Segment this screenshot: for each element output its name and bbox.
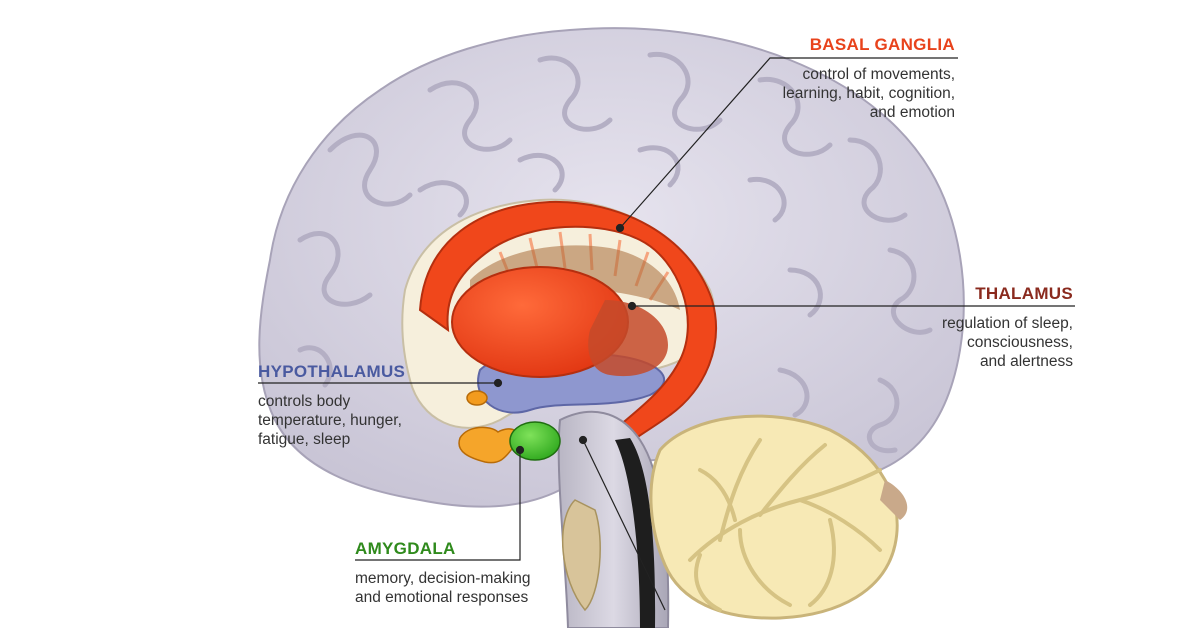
basal-ganglia-title: BASAL GANGLIA <box>809 35 955 54</box>
thalamus-dot <box>627 301 637 311</box>
thalamus-label: THALAMUS regulation of sleep, consciousn… <box>870 284 1073 371</box>
thalamus-title: THALAMUS <box>975 284 1073 303</box>
amygdala-dot <box>515 445 525 455</box>
cerebellum-branches <box>688 438 882 612</box>
amygdala-line-1: memory, decision-making <box>355 570 531 587</box>
thalamus-line-2: consciousness, <box>967 334 1073 351</box>
hypothalamus-title: HYPOTHALAMUS <box>258 362 406 381</box>
hypothalamus-dot <box>493 378 503 388</box>
cerebellum <box>649 414 899 620</box>
amygdala-shape <box>509 421 561 461</box>
basal-ganglia-leader <box>619 57 958 229</box>
hypothalamus-line-1: controls body <box>258 393 351 410</box>
pons <box>561 499 601 612</box>
amygdala-description: memory, decision-making and emotional re… <box>355 569 575 607</box>
hypothalamus-label: HYPOTHALAMUS controls body temperature, … <box>258 362 458 449</box>
amygdala-leader <box>355 450 521 561</box>
amygdala-label: AMYGDALA memory, decision-making and emo… <box>355 539 575 607</box>
leader-lines <box>258 57 1075 611</box>
basal-ganglia-dot <box>615 223 625 233</box>
basal-ganglia-line-3: and emotion <box>869 104 955 121</box>
hypothalamus-line-2: temperature, hunger, <box>258 412 402 429</box>
basal-ganglia-line-2: learning, habit, cognition, <box>782 85 955 102</box>
amygdala-title: AMYGDALA <box>355 539 456 558</box>
hypothalamus-description: controls body temperature, hunger, fatig… <box>258 392 458 449</box>
cortex-folds <box>297 52 933 454</box>
basal-ganglia-label: BASAL GANGLIA control of movements, lear… <box>700 35 955 122</box>
stem-leader <box>582 439 666 611</box>
mammillary-body <box>466 390 488 406</box>
thalamus-description: regulation of sleep, consciousness, and … <box>870 314 1073 371</box>
thalamus-line-3: and alertness <box>979 353 1073 370</box>
hypothalamus-line-3: fatigue, sleep <box>258 431 351 448</box>
stem-dot <box>578 435 588 445</box>
amygdala-line-2: and emotional responses <box>355 589 529 606</box>
cerebellum-outer-lobe <box>880 480 908 520</box>
thalamus-shape <box>588 300 668 377</box>
spinal-canal <box>615 438 656 628</box>
basal-ganglia-description: control of movements, learning, habit, c… <box>700 65 955 122</box>
thalamus-line-1: regulation of sleep, <box>942 315 1073 332</box>
basal-ganglia-line-1: control of movements, <box>802 66 955 83</box>
